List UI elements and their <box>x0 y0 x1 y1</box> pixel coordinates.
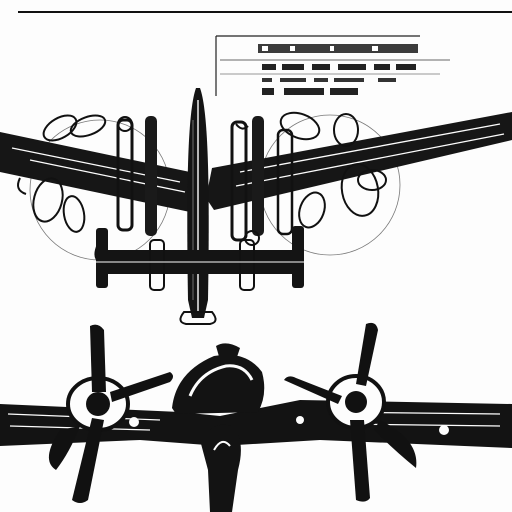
front-left-prop-blade-right <box>110 372 173 402</box>
top-view-aircraft <box>0 88 512 325</box>
spec-block <box>215 35 450 96</box>
right-propellers <box>235 111 387 229</box>
spec-scribble-line-3 <box>262 78 396 82</box>
right-engine-nacelles <box>230 116 294 246</box>
front-fuselage <box>129 343 449 512</box>
left-fin <box>96 228 108 288</box>
front-right-prop-blade-up <box>356 322 378 386</box>
right-fin <box>292 226 304 288</box>
spec-scribble-line-4 <box>262 88 358 95</box>
front-left-prop-blade-up <box>90 324 106 392</box>
front-right-prop-blade-left <box>284 376 342 404</box>
front-right-engine <box>284 322 417 502</box>
spec-scribble-line-2 <box>262 64 416 70</box>
left-engine-nacelles <box>116 116 157 236</box>
front-view-aircraft <box>0 322 512 512</box>
left-wing <box>0 132 200 212</box>
left-propellers <box>17 114 107 264</box>
front-left-engine <box>48 324 173 503</box>
right-wing <box>206 112 512 210</box>
spec-scribble-line-1 <box>258 44 418 53</box>
